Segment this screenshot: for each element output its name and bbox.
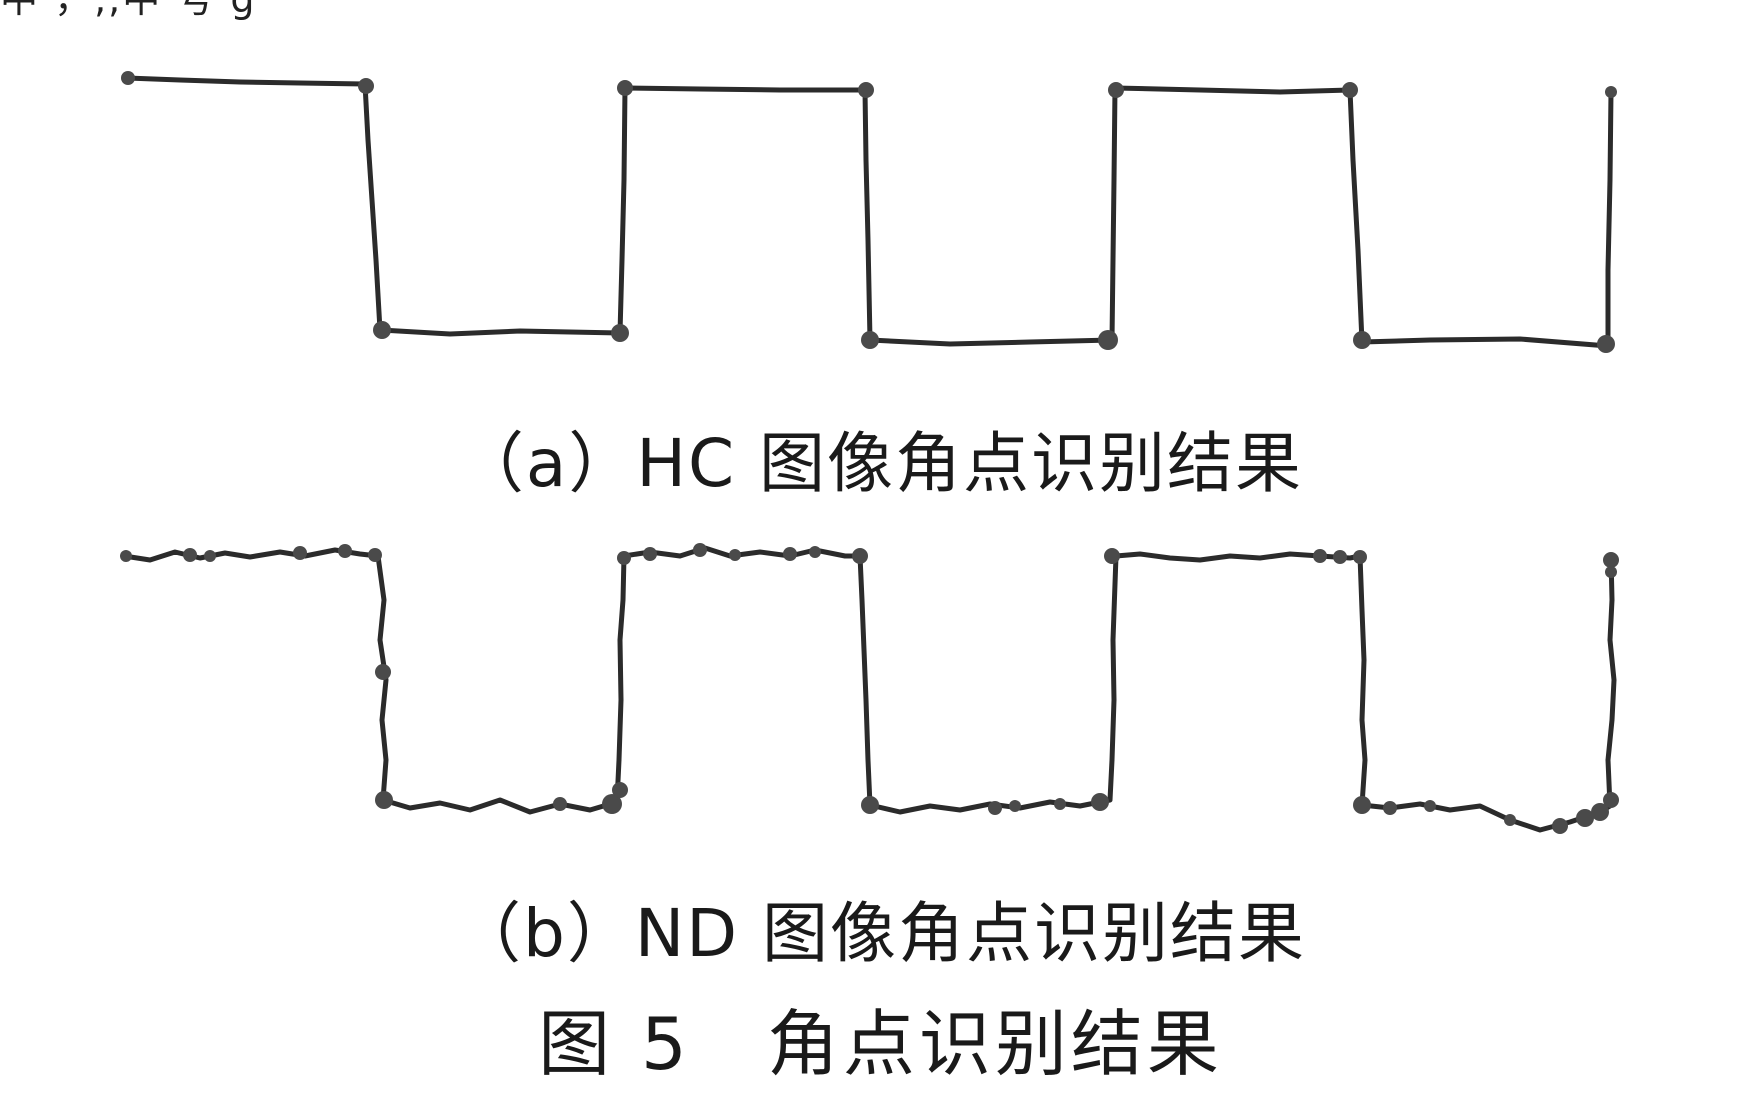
corner-point — [861, 796, 879, 814]
corner-point — [602, 794, 622, 814]
panel-a-waveform — [121, 71, 1617, 353]
corner-point — [375, 791, 393, 809]
corner-point — [120, 550, 132, 562]
corner-point — [617, 551, 631, 565]
corner-point — [1603, 792, 1619, 808]
corner-point — [1383, 801, 1397, 815]
corner-point — [358, 78, 374, 94]
corner-point — [368, 548, 382, 562]
panel-b-square-wave — [121, 545, 1617, 833]
corner-point — [783, 547, 797, 561]
corner-point — [988, 801, 1002, 815]
corner-point — [1591, 803, 1609, 821]
corner-point — [1552, 818, 1568, 834]
corner-point — [1504, 814, 1516, 826]
corner-point — [729, 549, 741, 561]
corner-point — [1313, 549, 1327, 563]
corner-point — [643, 547, 657, 561]
corner-point — [1605, 566, 1617, 578]
caption-panel-b: （b）ND 图像角点识别结果 — [454, 895, 1307, 972]
corner-point — [1009, 800, 1021, 812]
corner-point — [1597, 335, 1615, 353]
caption-panel-a: （a）HC 图像角点识别结果 — [457, 425, 1304, 502]
corner-point — [293, 546, 307, 560]
corner-point — [553, 797, 567, 811]
corner-point — [1333, 550, 1347, 564]
corner-point — [611, 324, 629, 342]
corner-point — [183, 548, 197, 562]
corner-point — [1424, 800, 1436, 812]
corner-point — [1605, 86, 1617, 98]
figure-caption: 图 5 角点识别结果 — [538, 1002, 1223, 1086]
corner-point — [1342, 82, 1358, 98]
panel-a-square-wave — [123, 75, 1614, 349]
corner-point — [693, 543, 707, 557]
panel-b-corners — [120, 543, 1619, 834]
corner-point — [1104, 548, 1120, 564]
corner-point — [1603, 552, 1619, 568]
corner-point — [121, 71, 135, 85]
corner-point — [1353, 796, 1371, 814]
corner-point — [861, 331, 879, 349]
panel-a-corners — [121, 71, 1617, 353]
top-cut-text: 中 ，,,中 号 g — [0, 0, 257, 18]
corner-point — [1108, 82, 1124, 98]
corner-point — [338, 544, 352, 558]
corner-point — [375, 664, 391, 680]
corner-point — [1353, 550, 1367, 564]
corner-point — [1576, 809, 1594, 827]
corner-point — [1091, 793, 1109, 811]
corner-point — [809, 546, 821, 558]
corner-point — [617, 80, 633, 96]
corner-point — [612, 782, 628, 798]
corner-point — [1353, 331, 1371, 349]
panel-b-waveform — [120, 543, 1619, 834]
corner-point — [1098, 330, 1118, 350]
corner-point — [852, 548, 868, 564]
corner-point — [858, 82, 874, 98]
corner-point — [373, 321, 391, 339]
corner-point — [204, 550, 216, 562]
corner-point — [1054, 798, 1066, 810]
